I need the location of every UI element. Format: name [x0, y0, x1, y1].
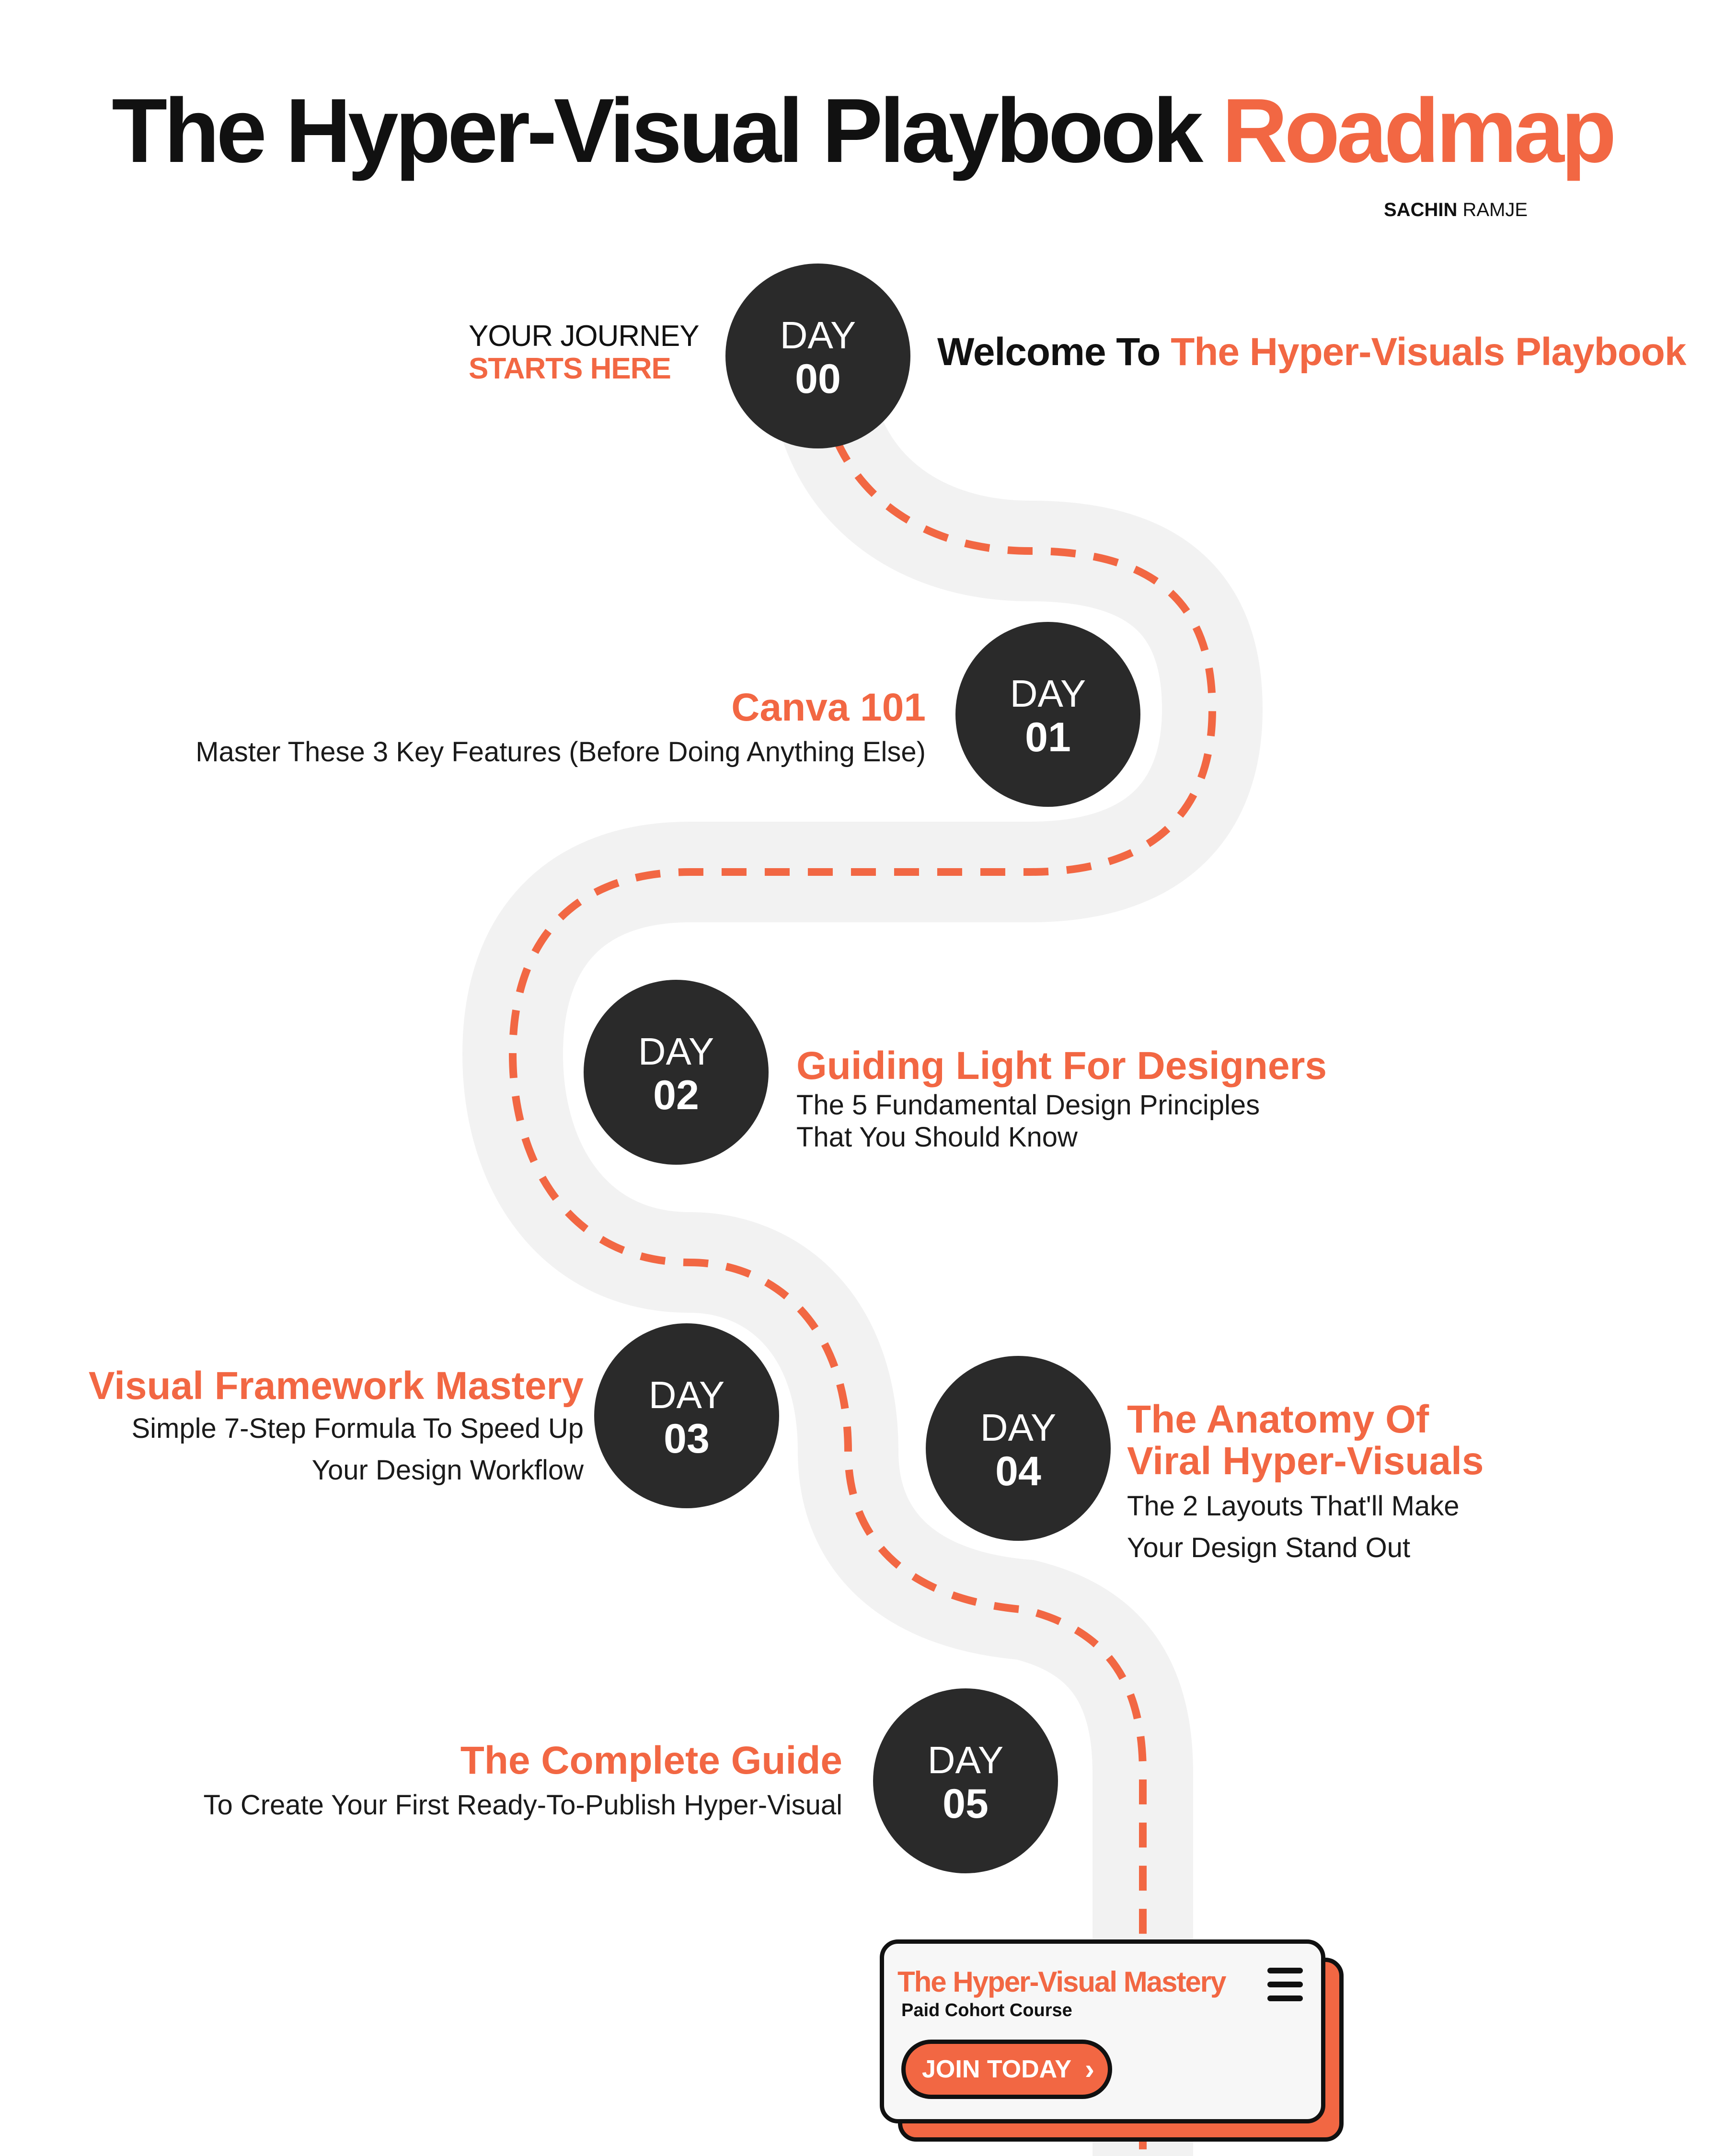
day-00-title: Welcome To The Hyper-Visuals Playbook	[937, 330, 1687, 374]
day-04-text: The Anatomy Of Viral Hyper-Visuals The 2…	[1127, 1399, 1484, 1569]
day-02-subtitle-line2: That You Should Know	[796, 1121, 1078, 1153]
day-05-text: The Complete Guide To Create Your First …	[203, 1739, 842, 1826]
author-last-name: RAMJE	[1462, 199, 1528, 220]
day-05-subtitle: To Create Your First Ready-To-Publish Hy…	[203, 1789, 842, 1821]
join-today-label: JOIN TODAY	[922, 2055, 1072, 2083]
day-03-subtitle-line2: Your Design Workflow	[311, 1455, 584, 1486]
day-04-subtitle-line1: The 2 Layouts That'll Make	[1127, 1490, 1460, 1522]
page-title-main: The Hyper-Visual Playbook	[112, 80, 1203, 182]
day-01-text: Canva 101 Master These 3 Key Features (B…	[196, 686, 926, 773]
road	[462, 353, 1263, 2156]
journey-start-line1: YOUR JOURNEY	[469, 320, 700, 353]
journey-start-line2: STARTS HERE	[469, 352, 671, 386]
day-03-number: 03	[664, 1416, 710, 1462]
hamburger-menu-icon[interactable]	[1267, 1968, 1303, 2001]
day-05-title: The Complete Guide	[460, 1739, 842, 1782]
day-01-label: DAY	[1010, 672, 1086, 715]
author-first-name: SACHIN	[1384, 199, 1458, 220]
day-05-label: DAY	[927, 1739, 1004, 1781]
day-02-circle: DAY 02	[584, 980, 769, 1165]
day-00-title-accent: The Hyper-Visuals Playbook	[1171, 330, 1686, 374]
day-05-number: 05	[943, 1781, 989, 1827]
day-02-subtitle-line1: The 5 Fundamental Design Principles	[796, 1089, 1260, 1121]
day-03-text: Visual Framework Mastery Simple 7-Step F…	[88, 1364, 584, 1491]
day-03-circle: DAY 03	[594, 1323, 779, 1508]
day-04-title-line1: The Anatomy Of	[1127, 1398, 1429, 1441]
day-00-number: 00	[795, 356, 841, 402]
join-today-button[interactable]: JOIN TODAY ›	[901, 2040, 1112, 2099]
day-02-text: Guiding Light For Designers The 5 Fundam…	[796, 1044, 1327, 1154]
dashed-route-line	[508, 354, 1217, 2156]
day-01-subtitle: Master These 3 Key Features (Before Doin…	[196, 736, 926, 768]
day-02-title: Guiding Light For Designers	[796, 1044, 1327, 1088]
cta-title: The Hyper-Visual Mastery	[897, 1966, 1227, 1998]
day-03-label: DAY	[648, 1374, 725, 1416]
page-title: The Hyper-Visual Playbook Roadmap	[0, 85, 1725, 176]
cta-card: The Hyper-Visual Mastery Paid Cohort Cou…	[880, 1939, 1325, 2123]
day-03-subtitle-line1: Simple 7-Step Formula To Speed Up	[131, 1413, 584, 1445]
page-title-accent: Roadmap	[1222, 80, 1617, 182]
day-04-number: 04	[995, 1448, 1041, 1494]
author-name: SACHIN RAMJE	[1384, 200, 1528, 219]
day-00-title-black: Welcome To	[937, 330, 1161, 374]
day-02-number: 02	[653, 1072, 699, 1118]
day-01-number: 01	[1025, 714, 1071, 760]
day-00-label: DAY	[780, 314, 856, 356]
journey-start-label: YOUR JOURNEY STARTS HERE	[469, 320, 700, 386]
day-04-circle: DAY 04	[926, 1356, 1111, 1541]
day-05-circle: DAY 05	[873, 1688, 1058, 1873]
day-03-title: Visual Framework Mastery	[88, 1364, 584, 1408]
day-01-circle: DAY 01	[955, 622, 1140, 807]
day-02-label: DAY	[638, 1030, 714, 1073]
day-00-circle: DAY 00	[725, 264, 910, 448]
cta-subtitle: Paid Cohort Course	[901, 2000, 1072, 2020]
day-04-subtitle-line2: Your Design Stand Out	[1127, 1532, 1411, 1563]
day-04-label: DAY	[980, 1406, 1057, 1449]
day-04-title-line2: Viral Hyper-Visuals	[1127, 1439, 1484, 1483]
day-01-title: Canva 101	[731, 686, 926, 729]
chevron-right-icon: ›	[1085, 2053, 1094, 2085]
